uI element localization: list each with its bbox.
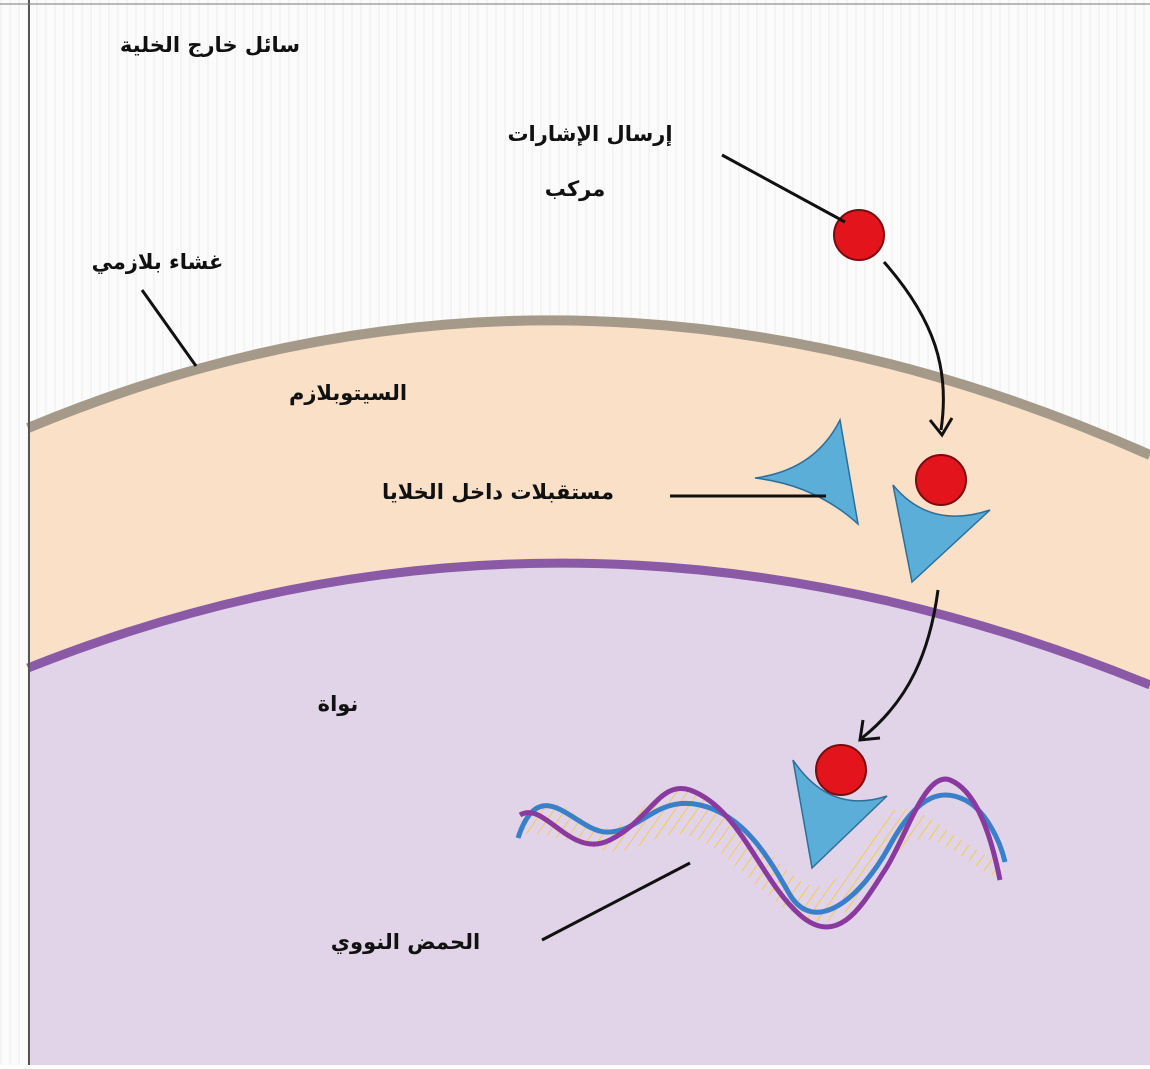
label-intracellular-receptors: مستقبلات داخل الخلايا bbox=[338, 480, 658, 504]
label-plasma-membrane: غشاء بلازمي bbox=[70, 250, 245, 274]
label-extracellular-fluid: سائل خارج الخلية bbox=[80, 33, 340, 57]
label-signaling: إرسال الإشارات bbox=[480, 122, 700, 146]
label-compound: مركب bbox=[520, 177, 630, 201]
label-nucleic-acid: الحمض النووي bbox=[298, 930, 513, 954]
signal-molecule-bound bbox=[916, 455, 966, 505]
label-cytoplasm: السيتوبلازم bbox=[258, 381, 438, 405]
signal-molecule-nucleus bbox=[816, 745, 866, 795]
label-nucleus: نواة bbox=[298, 692, 378, 716]
signal-molecule-outside bbox=[834, 210, 884, 260]
